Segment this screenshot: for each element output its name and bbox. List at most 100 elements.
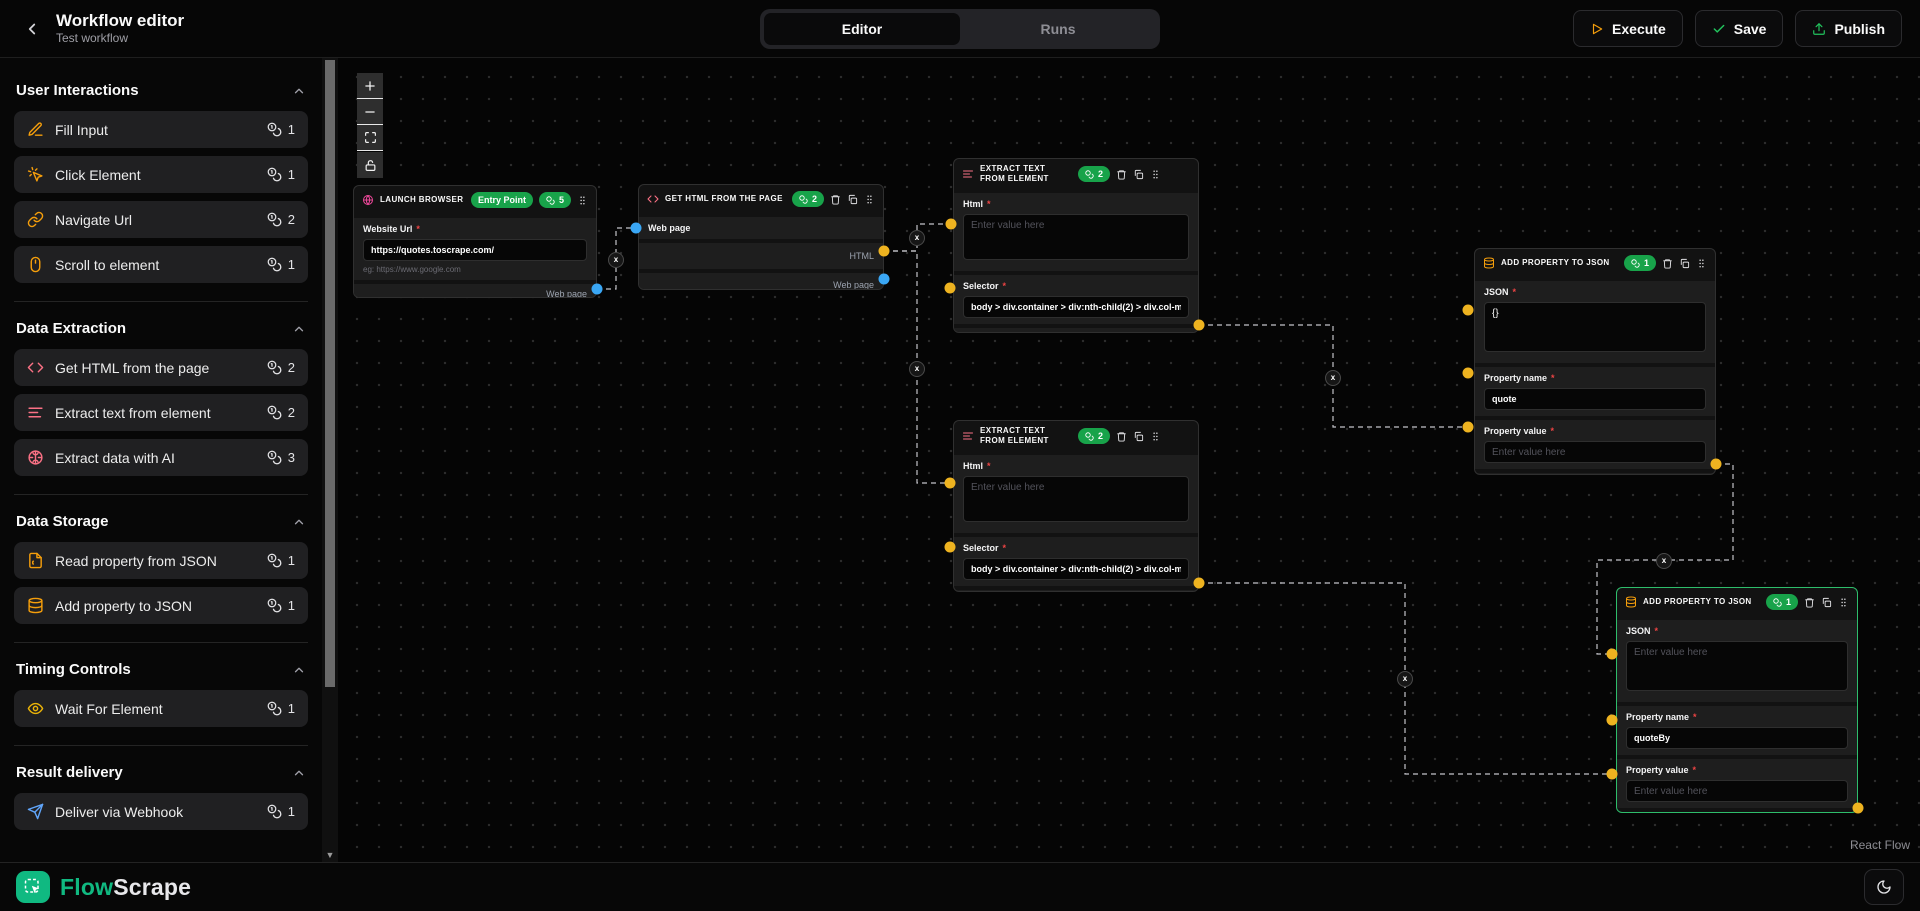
edge-delete-button[interactable] bbox=[909, 361, 925, 377]
node-extract-text-2[interactable]: EXTRACT TEXT FROM ELEMENT 2 Html Selecto… bbox=[953, 420, 1199, 592]
copy-icon[interactable] bbox=[1133, 431, 1144, 442]
chevron-up-icon[interactable] bbox=[292, 766, 306, 780]
scroll-down-arrow[interactable]: ▼ bbox=[325, 850, 335, 860]
handle-addprop2-value-in[interactable] bbox=[1606, 768, 1618, 780]
trash-icon[interactable] bbox=[1804, 597, 1815, 608]
fit-view-button[interactable] bbox=[357, 125, 383, 151]
logo-cursor-icon bbox=[24, 878, 40, 894]
handle-addprop1-value-in[interactable] bbox=[1462, 421, 1474, 433]
section-data-extraction: Data Extraction bbox=[16, 320, 306, 337]
trash-icon[interactable] bbox=[1116, 169, 1127, 180]
coins-icon bbox=[267, 257, 282, 272]
edge-delete-button[interactable] bbox=[608, 252, 624, 268]
selector-input[interactable] bbox=[963, 296, 1189, 318]
zoom-in-button[interactable] bbox=[357, 73, 383, 99]
copy-icon[interactable] bbox=[1821, 597, 1832, 608]
node-add-property-2[interactable]: ADD PROPERTY TO JSON 1 JSON Property nam… bbox=[1616, 587, 1858, 813]
section-result-delivery: Result delivery bbox=[16, 764, 306, 781]
edge-delete-button[interactable] bbox=[1656, 553, 1672, 569]
sidebar-item-deliver-webhook[interactable]: Deliver via Webhook 1 bbox=[14, 793, 308, 830]
text-lines-icon bbox=[962, 168, 974, 180]
sidebar-item-fill-input[interactable]: Fill Input 1 bbox=[14, 111, 308, 148]
property-value-input[interactable] bbox=[1484, 441, 1706, 463]
coins-icon bbox=[267, 598, 282, 613]
handle-extract1-html-in[interactable] bbox=[945, 218, 957, 230]
sidebar-item-scroll-to-element[interactable]: Scroll to element 1 bbox=[14, 246, 308, 283]
handle-addprop1-json-in[interactable] bbox=[1462, 304, 1474, 316]
handle-gethtml-html-out[interactable] bbox=[878, 245, 890, 257]
handle-gethtml-webpage-in[interactable] bbox=[630, 222, 642, 234]
file-json-icon bbox=[27, 552, 44, 569]
back-button[interactable] bbox=[18, 15, 46, 43]
copy-icon[interactable] bbox=[1679, 258, 1690, 269]
trash-icon[interactable] bbox=[830, 194, 841, 205]
theme-toggle-button[interactable] bbox=[1864, 869, 1904, 905]
sidebar-item-add-property[interactable]: Add property to JSON 1 bbox=[14, 587, 308, 624]
handle-addprop2-json-out[interactable] bbox=[1852, 802, 1864, 814]
handle-gethtml-webpage-out[interactable] bbox=[878, 273, 890, 285]
zoom-out-button[interactable] bbox=[357, 99, 383, 125]
handle-addprop1-json-out[interactable] bbox=[1710, 458, 1722, 470]
sidebar-item-get-html[interactable]: Get HTML from the page 2 bbox=[14, 349, 308, 386]
flowscrape-logo[interactable] bbox=[16, 871, 50, 903]
handle-extract2-text-out[interactable] bbox=[1193, 577, 1205, 589]
grip-icon[interactable] bbox=[1696, 258, 1707, 269]
html-textarea[interactable] bbox=[963, 214, 1189, 260]
app-header: Workflow editor Test workflow Editor Run… bbox=[0, 0, 1920, 58]
chevron-up-icon[interactable] bbox=[292, 322, 306, 336]
website-url-input[interactable] bbox=[363, 239, 587, 261]
lock-button[interactable] bbox=[357, 152, 383, 178]
grip-icon[interactable] bbox=[577, 195, 588, 206]
sidebar-item-wait-for-element[interactable]: Wait For Element 1 bbox=[14, 690, 308, 727]
chevron-up-icon[interactable] bbox=[292, 663, 306, 677]
html-textarea[interactable] bbox=[963, 476, 1189, 522]
selector-input[interactable] bbox=[963, 558, 1189, 580]
grip-icon[interactable] bbox=[1150, 169, 1161, 180]
chevron-up-icon[interactable] bbox=[292, 515, 306, 529]
handle-extract1-text-out[interactable] bbox=[1193, 319, 1205, 331]
handle-extract2-selector-in[interactable] bbox=[944, 541, 956, 553]
sidebar-item-read-property[interactable]: Read property from JSON 1 bbox=[14, 542, 308, 579]
coins-icon bbox=[267, 701, 282, 716]
grip-icon[interactable] bbox=[1150, 431, 1161, 442]
chevron-up-icon[interactable] bbox=[292, 84, 306, 98]
publish-button[interactable]: Publish bbox=[1795, 10, 1902, 47]
output-web-page: Web page bbox=[639, 273, 883, 289]
sidebar-item-extract-ai[interactable]: Extract data with AI 3 bbox=[14, 439, 308, 476]
handle-addprop2-json-in[interactable] bbox=[1606, 648, 1618, 660]
sidebar-item-click-element[interactable]: Click Element 1 bbox=[14, 156, 308, 193]
json-textarea[interactable]: {} bbox=[1484, 302, 1706, 352]
scrollbar-thumb[interactable] bbox=[325, 60, 335, 688]
handle-launch-webpage-out[interactable] bbox=[591, 283, 603, 295]
flow-canvas[interactable]: LAUNCH BROWSER Entry Point 5 Website Url… bbox=[338, 58, 1920, 862]
edge-delete-button[interactable] bbox=[1325, 370, 1341, 386]
trash-icon[interactable] bbox=[1662, 258, 1673, 269]
tab-editor[interactable]: Editor bbox=[764, 13, 960, 45]
save-button[interactable]: Save bbox=[1694, 10, 1784, 47]
execute-button[interactable]: Execute bbox=[1573, 10, 1683, 47]
edge-delete-button[interactable] bbox=[1397, 671, 1413, 687]
node-get-html[interactable]: GET HTML FROM THE PAGE 2 Web page HTML W… bbox=[638, 184, 884, 290]
node-launch-browser[interactable]: LAUNCH BROWSER Entry Point 5 Website Url… bbox=[353, 185, 597, 298]
property-name-input[interactable] bbox=[1626, 727, 1848, 749]
tab-runs[interactable]: Runs bbox=[1040, 21, 1076, 37]
copy-icon[interactable] bbox=[847, 194, 858, 205]
sidebar-scrollbar[interactable]: ▼ bbox=[322, 58, 338, 862]
handle-extract1-selector-in[interactable] bbox=[944, 282, 956, 294]
json-textarea[interactable] bbox=[1626, 641, 1848, 691]
edge-delete-button[interactable] bbox=[909, 230, 925, 246]
grip-icon[interactable] bbox=[864, 194, 875, 205]
sidebar-item-navigate-url[interactable]: Navigate Url 2 bbox=[14, 201, 308, 238]
handle-extract2-html-in[interactable] bbox=[944, 477, 956, 489]
coins-icon bbox=[799, 194, 808, 204]
grip-icon[interactable] bbox=[1838, 597, 1849, 608]
handle-addprop1-name-in[interactable] bbox=[1462, 367, 1474, 379]
sidebar-item-extract-text[interactable]: Extract text from element 2 bbox=[14, 394, 308, 431]
property-value-input[interactable] bbox=[1626, 780, 1848, 802]
handle-addprop2-name-in[interactable] bbox=[1606, 714, 1618, 726]
trash-icon[interactable] bbox=[1116, 431, 1127, 442]
copy-icon[interactable] bbox=[1133, 169, 1144, 180]
node-extract-text-1[interactable]: EXTRACT TEXT FROM ELEMENT 2 Html Selecto… bbox=[953, 158, 1199, 333]
node-add-property-1[interactable]: ADD PROPERTY TO JSON 1 JSON {} Property … bbox=[1474, 248, 1716, 475]
property-name-input[interactable] bbox=[1484, 388, 1706, 410]
